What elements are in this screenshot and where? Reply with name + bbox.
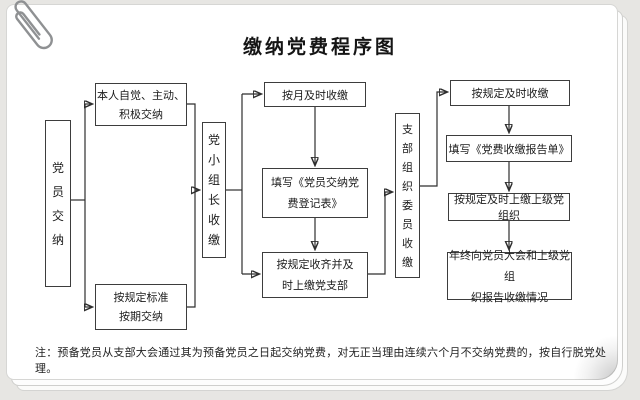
node-collect-per-rules: 按规定及时收缴 (450, 80, 570, 106)
node-self-motivated: 本人自觉、主动、 积极交纳 (95, 83, 187, 126)
node-branch-committee-collect: 支 部 组 织 委 员 收 缴 (395, 113, 420, 278)
node-monthly-collect: 按月及时收缴 (264, 82, 366, 107)
node-fill-report: 填写《党费收缴报告单》 (446, 135, 572, 162)
node-fill-register: 填写《党员交纳党 费登记表》 (262, 168, 368, 218)
node-submit-higher: 按规定及时上缴上级党组织 (448, 193, 570, 222)
node-collect-submit-branch: 按规定收齐并及 时上缴党支部 (262, 252, 368, 298)
footnote: 注：预备党员从支部大会通过其为预备党员之日起交纳党费，对无正当理由连续六个月不交… (35, 346, 607, 375)
node-member-pay: 党 员 交 纳 (45, 120, 71, 287)
node-group-leader-collect: 党 小 组 长 收 缴 (202, 122, 226, 258)
node-standard-schedule: 按规定标准 按期交纳 (95, 284, 187, 330)
page-title: 缴纳党费程序图 (242, 36, 397, 58)
paperclip-icon (14, 0, 53, 50)
node-year-end-report: 年终向党员大会和上级党组 织报告收缴情况 (447, 248, 572, 304)
